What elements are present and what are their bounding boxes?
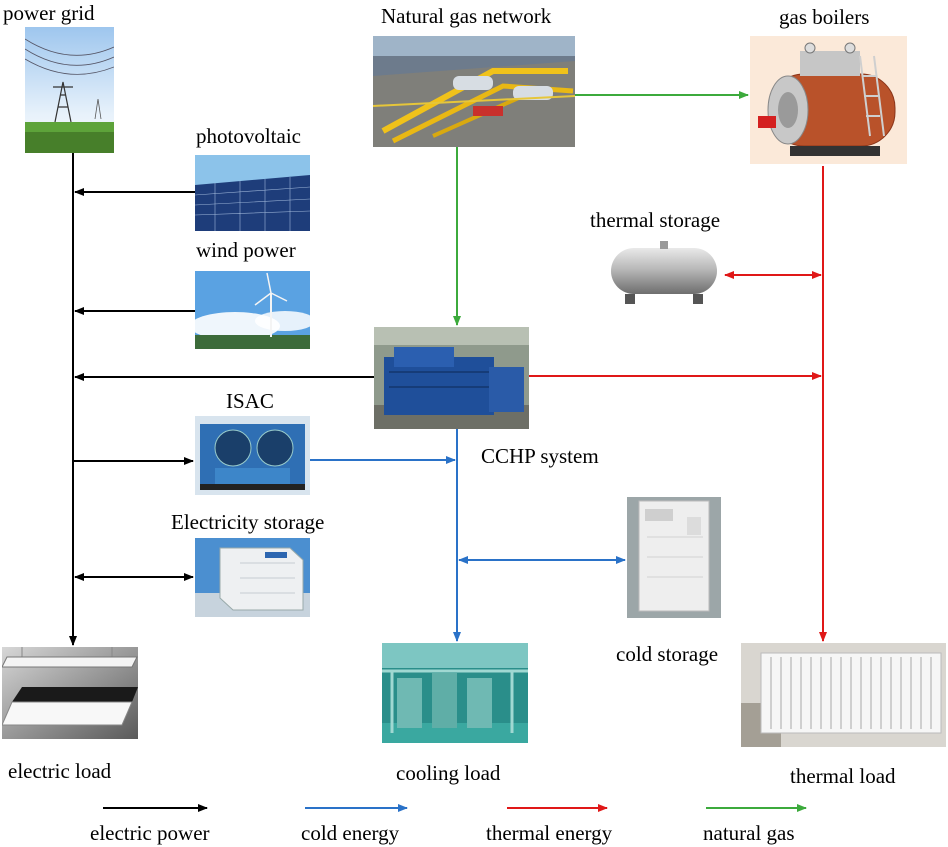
- thermal-energy-flows: [529, 166, 827, 642]
- legend-gas-label: natural gas: [703, 821, 795, 845]
- thermal-storage-image: [605, 238, 723, 308]
- natural-gas-flows: [453, 91, 749, 326]
- legend-cold-label: cold energy: [301, 821, 400, 845]
- natural-gas-network-image: [373, 36, 575, 147]
- electricity-storage-label: Electricity storage: [171, 510, 325, 534]
- cchp-system-image: [374, 327, 529, 429]
- electricity-storage-image: [195, 538, 310, 617]
- photovoltaic-label: photovoltaic: [196, 124, 301, 148]
- legend-thermal-label: thermal energy: [486, 821, 613, 845]
- power-grid-image: [25, 27, 114, 153]
- gas-boiler-image: [750, 36, 907, 164]
- electric-load-label: electric load: [8, 759, 112, 783]
- thermal-load-image: [741, 643, 946, 747]
- electric-load-image: [2, 647, 138, 739]
- isac-image: [195, 416, 310, 495]
- thermal-storage-label: thermal storage: [590, 208, 721, 232]
- cooling-load-label: cooling load: [396, 761, 501, 785]
- wind-power-label: wind power: [196, 238, 296, 262]
- cold-storage-label: cold storage: [616, 642, 719, 666]
- power-grid-label: power grid: [3, 1, 95, 25]
- natural-gas-network-label: Natural gas network: [381, 4, 552, 28]
- legend-electric-label: electric power: [90, 821, 210, 845]
- wind-power-image: [195, 271, 310, 349]
- photovoltaic-image: [195, 155, 310, 231]
- isac-label: ISAC: [226, 389, 274, 413]
- cooling-load-image: [382, 643, 528, 743]
- gas-boilers-label: gas boilers: [779, 5, 870, 29]
- thermal-load-label: thermal load: [790, 764, 896, 788]
- electric-power-flows: [69, 153, 374, 646]
- cold-energy-flows: [310, 429, 626, 642]
- cchp-system-label: CCHP system: [481, 444, 599, 468]
- cold-storage-image: [627, 497, 721, 618]
